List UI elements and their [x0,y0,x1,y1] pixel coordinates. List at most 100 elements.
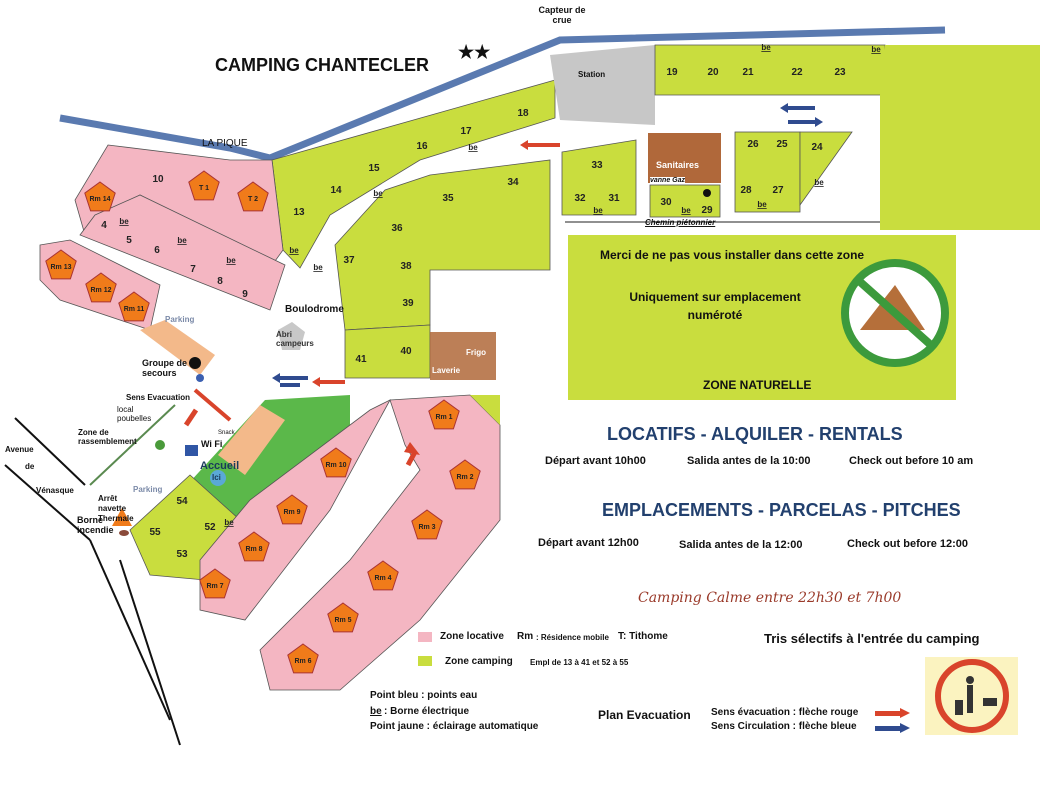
rental-unit-marker [118,291,150,322]
camping-pitch-27: 27 [772,185,784,196]
rentals-fr: Départ avant 10h00 [545,455,646,467]
camping-block-31-33 [561,139,637,216]
pitches-en: Check out before 12:00 [847,538,969,550]
avenue-line-1 [14,417,86,486]
parking-label: Parking [165,315,195,324]
rental-pitch-10: 10 [152,174,164,185]
electric-outlet-label: be [119,217,129,226]
circ-arrow [788,117,823,127]
tris-label: Tris sélectifs à l'entrée du camping [764,631,980,646]
reception-marker-icon [210,470,226,486]
assembly-point-icon [155,440,165,450]
rental-unit-marker [367,560,399,591]
water-point-icon [703,189,711,197]
electric-outlet-label: be [373,189,383,198]
camping-pitch-52: 52 [204,522,216,533]
legend-point-jaune: Point jaune : éclairage automatique [370,721,539,732]
rentals-heading: LOCATIFS - ALQUILER - RENTALS [607,424,903,444]
circ-arrow [272,373,308,387]
camping-pitch-32: 32 [574,193,586,204]
dog-waste-bin-icon [935,659,1009,733]
rental-unit-marker [449,459,481,490]
rental-pitch-Rm2: Rm 2 [456,474,473,481]
vanne-gaz-label: vanne Gaz [650,177,686,184]
pitches-es: Salida antes de la 12:00 [679,539,803,551]
rental-pitch-Rm5: Rm 5 [334,617,351,624]
camping-zone-corner [470,395,500,425]
snack-building [218,405,285,475]
rental-pitch-Rm12: Rm 12 [90,287,111,294]
camping-pitch-22: 22 [791,67,803,78]
river-road [59,26,946,162]
quiet-hours: Camping Calme entre 22h30 et 7h00 [638,590,902,606]
camping-pitch-40: 40 [400,346,412,357]
zone-naturelle-instruction: Uniquement sur emplacement numéroté [629,290,801,322]
zone-rassemblement-label: Zone de rassemblement [78,428,137,446]
rental-unit-marker [411,509,443,540]
laverie-label: Laverie [432,366,461,375]
plan-evacuation: Plan Evacuation [598,708,691,722]
camping-pitch-30: 30 [660,197,672,208]
rental-pitch-Rm6: Rm 6 [294,658,311,665]
groupe-secours-label: Groupe de secours [142,358,188,378]
camping-block-25-28 [734,131,801,213]
legend-be: be [370,706,382,717]
water-point-icon [196,374,204,382]
camping-zone-top-right [654,44,886,96]
rental-pitch-Rm7: Rm 7 [206,583,223,590]
sens-evacuation-label: Sens Evacuation [126,393,191,402]
camping-pitch-15: 15 [368,163,380,174]
evac-arrow [404,442,420,467]
camping-pitch-31: 31 [608,193,620,204]
chemin-label: Chemin piétonnier [645,218,716,227]
rental-pitch-Rm10: Rm 10 [325,462,346,469]
zone-naturelle-warning: Merci de ne pas vous installer dans cett… [600,248,865,262]
rental-unit-marker [287,643,319,674]
frigo-label: Frigo [466,348,486,357]
rental-pitch-T1: T 1 [199,185,209,192]
camping-pitch-35: 35 [442,193,454,204]
camping-pitch-21: 21 [742,67,754,78]
rental-pitch-6: 6 [154,245,160,256]
rental-unit-marker [84,181,116,212]
rental-unit-marker [428,399,460,430]
evac-arrow [312,377,345,387]
rental-unit-marker [45,249,77,280]
electric-outlet-label: be [761,43,771,52]
rental-pitch-Rm9: Rm 9 [283,509,300,516]
pitches-heading: EMPLACEMENTS - PARCELAS - PITCHES [602,500,961,520]
rental-unit-marker [85,272,117,303]
legend-empl: Empl de 13 à 41 et 52 à 55 [530,658,629,667]
station-area [550,45,655,125]
camping-pitch-18: 18 [517,108,529,119]
camping-pitch-34: 34 [507,177,519,188]
electric-outlet-label: be [871,45,881,54]
green-path [89,404,176,486]
camping-pitch-24: 24 [811,142,823,153]
electric-outlet-label: be [593,206,603,215]
de-label: de [25,462,35,471]
rental-unit-marker [237,181,269,212]
accueil-label: Accueil [200,460,240,472]
pitches-fr: Départ avant 12h00 [538,537,639,549]
venasque-label: Vénasque [36,486,74,495]
camping-pitch-36: 36 [391,223,403,234]
camping-pitch-25: 25 [776,139,788,150]
navette-label: Arrêt navette Thermale [98,494,134,523]
zone-naturelle-title: ZONE NATURELLE [703,378,812,392]
snack-label: Snack [218,430,235,436]
electric-outlet-label: be [224,518,234,527]
legend-rm-desc: : Résidence mobile [536,633,609,642]
circ-arrow [780,103,815,113]
stars-rating: ★★ [458,42,491,62]
rental-pitch-Rm13: Rm 13 [50,264,71,271]
sanitaires-building [648,133,721,183]
camping-pitch-17: 17 [460,126,472,137]
electric-outlet-label: be [313,263,323,272]
camping-pitch-39: 39 [402,298,414,309]
legend-rental-swatch [418,632,432,642]
camping-pitch-29: 29 [701,205,713,216]
legend-zone-locative: Zone locative [440,631,504,642]
camping-zone-far-right [880,45,1040,230]
local-poubelles-label: local poubelles [117,405,152,423]
